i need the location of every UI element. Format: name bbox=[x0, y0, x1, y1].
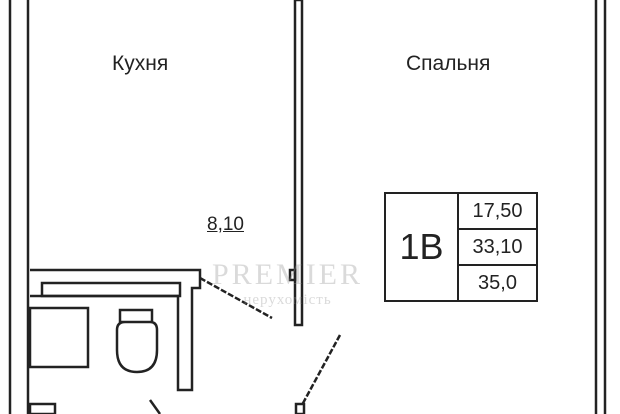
living-area: 17,50 bbox=[459, 194, 536, 230]
door-swing-bathroom bbox=[199, 276, 273, 320]
watermark: PREMIER нерухомість bbox=[212, 258, 363, 309]
door-hinge bbox=[288, 268, 297, 282]
total-area: 35,0 bbox=[478, 271, 517, 294]
hall-fixture bbox=[28, 402, 57, 414]
partition-wall bbox=[293, 0, 304, 327]
sink bbox=[28, 306, 90, 369]
hall-door-post bbox=[294, 402, 306, 414]
watermark-subtitle: нерухомість bbox=[243, 292, 332, 308]
bathroom-wall bbox=[30, 268, 202, 392]
apartment-type: 1B bbox=[386, 194, 459, 300]
toilet bbox=[115, 308, 159, 374]
watermark-brand: PREMIER bbox=[212, 258, 364, 291]
room-label-bedroom: Спальня bbox=[406, 52, 491, 75]
door-swing-hall bbox=[148, 399, 162, 414]
door-swing-bedroom bbox=[300, 334, 342, 406]
bathroom-shelf bbox=[40, 281, 182, 298]
apartment-info-table: 1B 17,50 33,10 35,0 bbox=[384, 192, 538, 302]
room-label-kitchen: Кухня bbox=[112, 52, 169, 75]
usable-area: 33,10 bbox=[459, 230, 536, 266]
kitchen-area: 8,10 bbox=[207, 214, 244, 235]
